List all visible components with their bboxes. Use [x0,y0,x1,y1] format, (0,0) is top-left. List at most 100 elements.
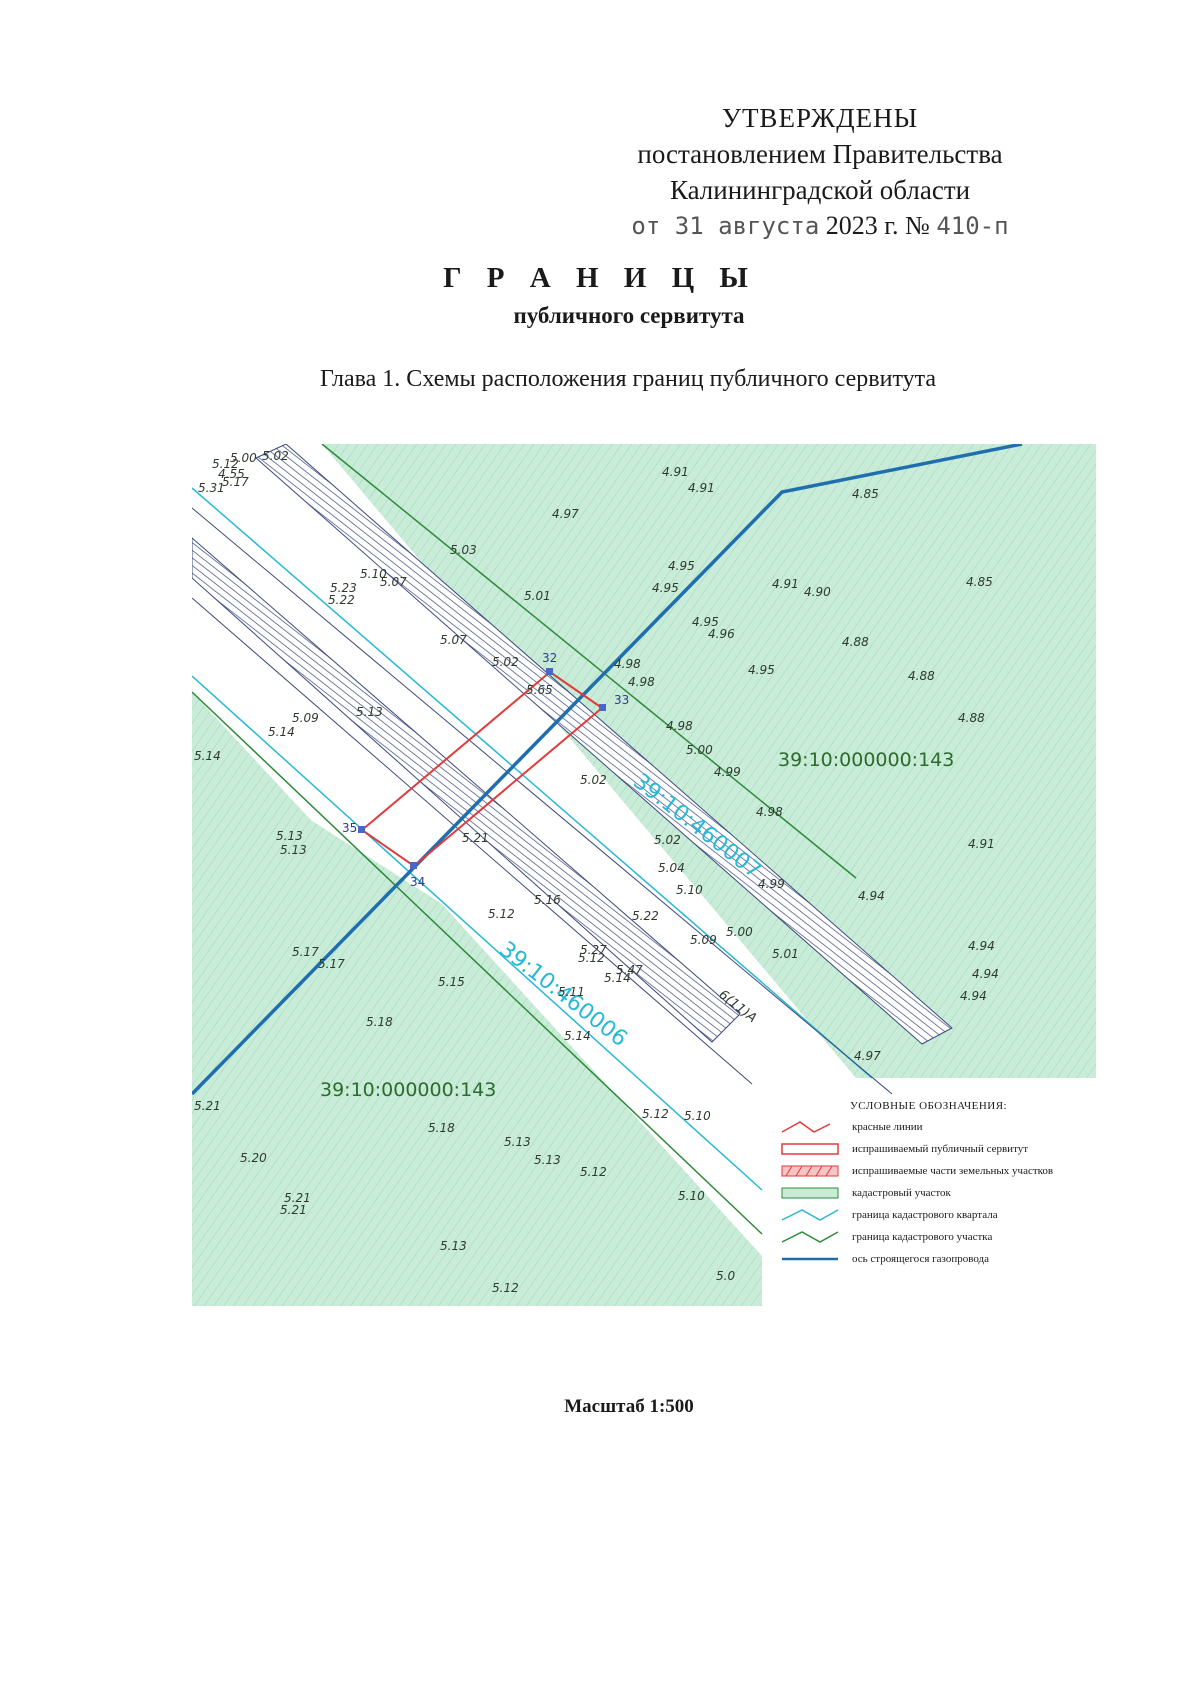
elevation-label: 5.13 [440,1239,467,1253]
legend-label: ось строящегося газопровода [852,1253,989,1265]
elevation-label: 5.10 [676,883,703,897]
elevation-label: 5.14 [194,749,221,763]
elevation-label: 5.11 [558,985,585,999]
elevation-label: 5.09 [292,711,319,725]
elevation-label: 4.94 [960,989,987,1003]
elevation-label: 5.13 [534,1153,561,1167]
elevation-label: 5.12 [642,1107,669,1121]
legend-item-quarter-boundary: граница кадастрового квартала [780,1204,1130,1226]
elevation-label: 5.02 [492,655,519,669]
elevation-label: 5.09 [690,933,717,947]
approval-date: от 31 августа 2023 г. № 410-п [560,208,1080,244]
elevation-label: 5.01 [772,947,799,961]
legend-label: испрашиваемый публичный сервитут [852,1143,1029,1155]
quarter-boundary-2 [192,675,763,1191]
parcel-boundary-north [321,444,857,879]
elevation-label: 5.13 [504,1135,531,1149]
elevation-label: 4.85 [852,487,879,501]
elevation-label: 5.31 [198,481,225,495]
point-label-35: 35 [342,821,357,835]
elevation-label: 5.13 [276,829,303,843]
elevation-label: 5.00 [230,451,257,465]
elevation-label: 5.21 [284,1191,311,1205]
elevation-label: 5.13 [356,705,383,719]
elevation-label: 4.94 [858,889,885,903]
elevation-label: 4.99 [714,765,741,779]
servitude-map: 39:10:000000:143 39:10:000000:143 39:10:… [192,444,1096,1306]
legend-item-servitude: испрашиваемый публичный сервитут [780,1138,1130,1160]
elevation-label: 5.10 [678,1189,705,1203]
legend-label: испрашиваемые части земельных участков [852,1165,1054,1177]
elevation-label: 4.98 [628,675,655,689]
parcel-boundary-icon [781,1231,839,1243]
elevation-label: 5.47 [616,963,643,977]
legend-item-land-parts: испрашиваемые части земельных участков [780,1160,1130,1182]
elevation-label: 4.91 [772,577,799,591]
point-marker-35 [358,826,365,833]
elevation-label: 4.98 [756,805,783,819]
elevation-label: 5.07 [380,575,407,589]
pipeline-axis [192,444,1023,1096]
red-lines-icon [781,1121,831,1133]
elevation-label: 4.91 [688,481,715,495]
elevation-label: 4.94 [968,939,995,953]
elevation-label: 4.88 [842,635,869,649]
document-title: Г Р А Н И Ц Ы [443,262,757,294]
quarter-boundary-icon [781,1209,839,1221]
elevation-label: 5.22 [328,593,355,607]
elevation-label: 5.17 [292,945,319,959]
map-scale: Масштаб 1:500 [564,1396,694,1417]
elevation-label: 5.0 [716,1269,735,1283]
elevation-label: 5.22 [632,909,659,923]
elevation-label: 4.95 [748,663,775,677]
elevation-label: 4.90 [804,585,831,599]
elevation-label: 4.96 [708,627,735,641]
elevation-label: 4.95 [652,581,679,595]
parcel-area-south-ext [192,744,762,1306]
elevation-label: 5.02 [262,449,289,463]
approval-line-3: Калининградской области [669,175,971,205]
elevation-label: 4.98 [666,719,693,733]
elevation-label: 5.12 [580,1165,607,1179]
elevation-label: 5.17 [222,475,249,489]
legend-item-pipeline-axis: ось строящегося газопровода [780,1248,1130,1270]
elevation-label: 5.18 [428,1121,455,1135]
elevation-label: 5.12 [488,907,515,921]
elevation-label: 5.27 [580,943,607,957]
elevation-label: 5.03 [450,543,477,557]
legend-item-red-lines: красные линии [780,1116,1130,1138]
elevation-label: 4.94 [972,967,999,981]
legend: УСЛОВНЫЕ ОБОЗНАЧЕНИЯ: красные линии испр… [780,1100,1130,1270]
elevation-label: 5.14 [604,971,631,985]
elevation-label: 5.00 [686,743,713,757]
legend-item-cadastral-parcel: кадастровый участок [780,1182,1130,1204]
elevation-label: 5.02 [654,833,681,847]
road-north-hatched [255,444,953,1045]
elevation-label: 4.88 [908,669,935,683]
elevation-label: 4.99 [758,877,785,891]
point-marker-32 [546,668,553,675]
elevation-label: 5.17 [318,957,345,971]
elevation-label: 5.23 [330,581,357,595]
elevation-label: 4.95 [668,559,695,573]
servitude-icon [781,1143,839,1155]
parcel-area-north [322,444,1096,1078]
elevation-label: 5.16 [534,893,561,907]
elevation-label: 5.15 [438,975,465,989]
approval-heading: УТВЕРЖДЕНЫ [721,103,919,133]
elevation-label: 5.21 [194,1099,221,1113]
elevation-label: 5.01 [524,589,551,603]
parcel-label-south: 39:10:000000:143 [320,1079,496,1101]
land-parts-icon [781,1165,839,1177]
elevation-label: 5.13 [280,843,307,857]
legend-item-parcel-boundary: граница кадастрового участка [780,1226,1130,1248]
legend-label: граница кадастрового квартала [852,1209,998,1221]
elevation-label: 4.55 [218,467,245,481]
elevation-label: 4.91 [662,465,689,479]
elevation-label: 5.65 [526,683,553,697]
parcel-boundary-south [192,691,763,1235]
elevation-label: 4.98 [614,657,641,671]
point-marker-33 [599,704,606,711]
elevation-label: 5.00 [726,925,753,939]
